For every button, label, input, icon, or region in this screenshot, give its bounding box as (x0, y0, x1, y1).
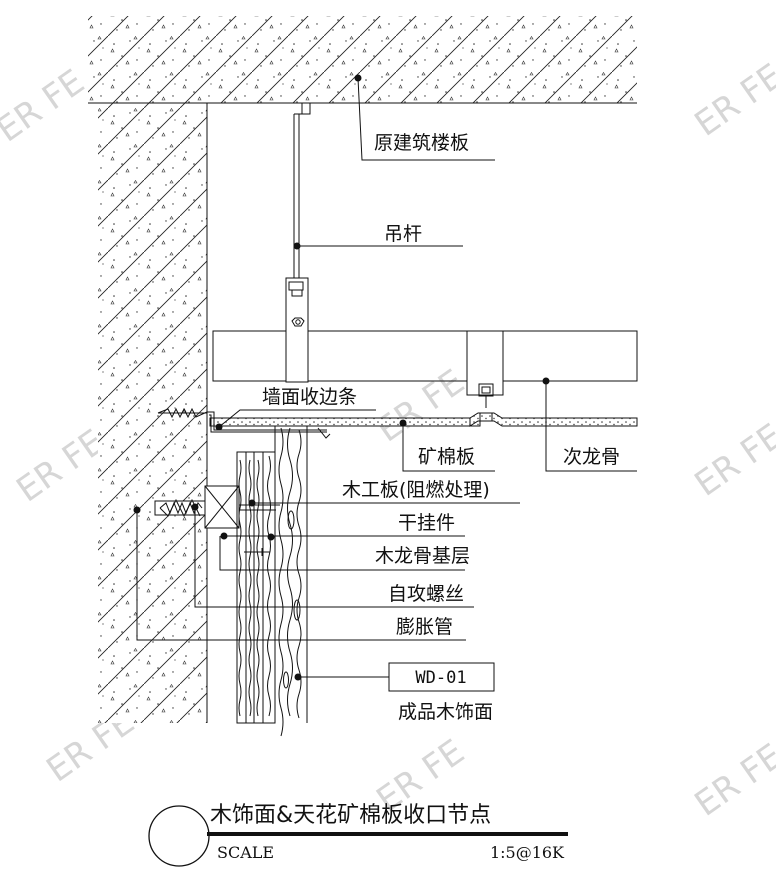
watermark: ER FE (688, 416, 776, 504)
label-wall-trim: 墙面收边条 (262, 386, 357, 408)
detail-number-circle (148, 805, 210, 867)
label-mineral-board: 矿棉板 (418, 446, 475, 468)
label-wood-keel-base: 木龙骨基层 (375, 545, 470, 567)
watermark: ER FE (0, 62, 92, 150)
label-wood-board: 木工板(阻燃处理) (342, 479, 490, 501)
hanger-bracket (285, 277, 309, 383)
label-hanger-rod: 吊杆 (384, 223, 422, 245)
expansion-screw (154, 498, 208, 518)
watermark: ER FE (369, 362, 471, 450)
leader-lines (133, 74, 637, 681)
dry-hanger-block (204, 485, 280, 529)
wood-board (262, 451, 276, 724)
label-dry-hanger: 干挂件 (398, 512, 455, 534)
mineral-ceiling-board (209, 412, 638, 427)
wall-trim-angle (207, 411, 331, 439)
anchor-screw-top (157, 407, 208, 419)
scale-value: 1:5@16K (490, 843, 565, 862)
wood-keel-base (236, 451, 264, 724)
watermark: ER FE (9, 422, 111, 510)
label-floor-slab: 原建筑楼板 (374, 132, 469, 154)
watermark: ER FE (688, 56, 776, 144)
main-keel (212, 330, 638, 382)
concrete-slab-and-wall (88, 16, 637, 723)
label-self-tapping-screw: 自攻螺丝 (388, 583, 464, 605)
secondary-keel (466, 330, 504, 408)
watermark: ER FE (688, 736, 776, 824)
finished-wood-veneer (274, 426, 308, 737)
scale-label: SCALE (217, 843, 274, 862)
hanger-rod (293, 103, 311, 282)
title-block: 木饰面&天花矿棉板收口节点 SCALE 1:5@16K (148, 803, 568, 867)
drawing-title: 木饰面&天花矿棉板收口节点 (210, 803, 491, 828)
label-expansion-tube: 膨胀管 (396, 616, 453, 638)
label-secondary-keel: 次龙骨 (563, 446, 620, 468)
label-finished-wood: 成品木饰面 (398, 701, 493, 723)
material-code: WD-01 (415, 668, 466, 688)
material-code-box (388, 662, 495, 692)
